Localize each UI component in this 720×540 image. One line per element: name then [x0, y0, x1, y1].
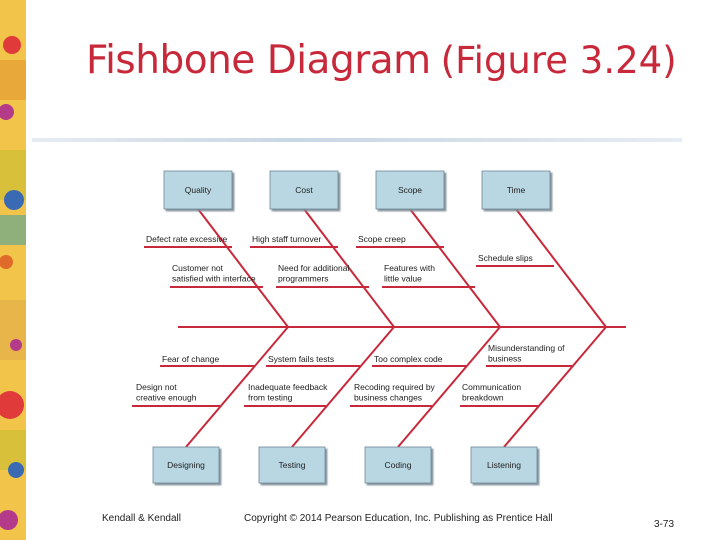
category-box-quality-label: Quality — [185, 185, 212, 195]
category-box-scope: Scope — [375, 170, 445, 210]
bone-scope — [409, 208, 501, 328]
bone-listening — [503, 326, 607, 448]
category-box-time: Time — [481, 170, 551, 210]
cause-too-complex-code: Too complex code — [374, 354, 443, 364]
bone-coding — [397, 326, 501, 448]
category-box-testing-label: Testing — [279, 460, 306, 470]
category-box-coding-label: Coding — [385, 460, 412, 470]
slide-title: Fishbone Diagram(Figure 3.24) — [86, 38, 677, 83]
category-box-designing-label: Designing — [167, 460, 205, 470]
cause-system-fails-tests: System fails tests — [268, 354, 334, 364]
category-box-scope-label: Scope — [398, 185, 422, 195]
bone-designing — [185, 326, 289, 448]
bone-testing — [291, 326, 395, 448]
category-box-listening: Listening — [470, 446, 538, 484]
category-box-listening-label: Listening — [487, 460, 521, 470]
title-text: Fishbone Diagram — [86, 38, 431, 83]
title-divider — [32, 138, 682, 142]
bone-cost — [303, 208, 395, 328]
footer-copyright: Copyright © 2014 Pearson Education, Inc.… — [244, 513, 553, 524]
bone-time — [515, 208, 607, 328]
footer-authors: Kendall & Kendall — [102, 513, 181, 524]
cause-fear-of-change: Fear of change — [162, 354, 219, 364]
category-box-cost-label: Cost — [295, 185, 313, 195]
category-box-time-label: Time — [507, 185, 526, 195]
category-box-designing: Designing — [152, 446, 220, 484]
category-box-cost: Cost — [269, 170, 339, 210]
figure-reference: (Figure 3.24) — [440, 39, 677, 82]
cause-labels: Defect rate excessive High staff turnover… — [136, 234, 565, 403]
category-box-coding: Coding — [364, 446, 432, 484]
cause-defect-rate-excessive: Defect rate excessive — [146, 234, 228, 244]
category-box-testing: Testing — [258, 446, 326, 484]
cause-high-staff-turnover: High staff turnover — [252, 234, 321, 244]
decorative-side-strip — [0, 0, 26, 540]
cause-schedule-slips: Schedule slips — [478, 253, 533, 263]
cause-scope-creep: Scope creep — [358, 234, 406, 244]
page-number: 3-73 — [654, 519, 675, 530]
top-category-boxes: Quality Cost Scope Time — [163, 170, 551, 210]
category-box-quality: Quality — [163, 170, 233, 210]
bottom-category-boxes: Designing Testing Coding Listening — [152, 446, 538, 484]
bone-quality — [197, 208, 289, 328]
